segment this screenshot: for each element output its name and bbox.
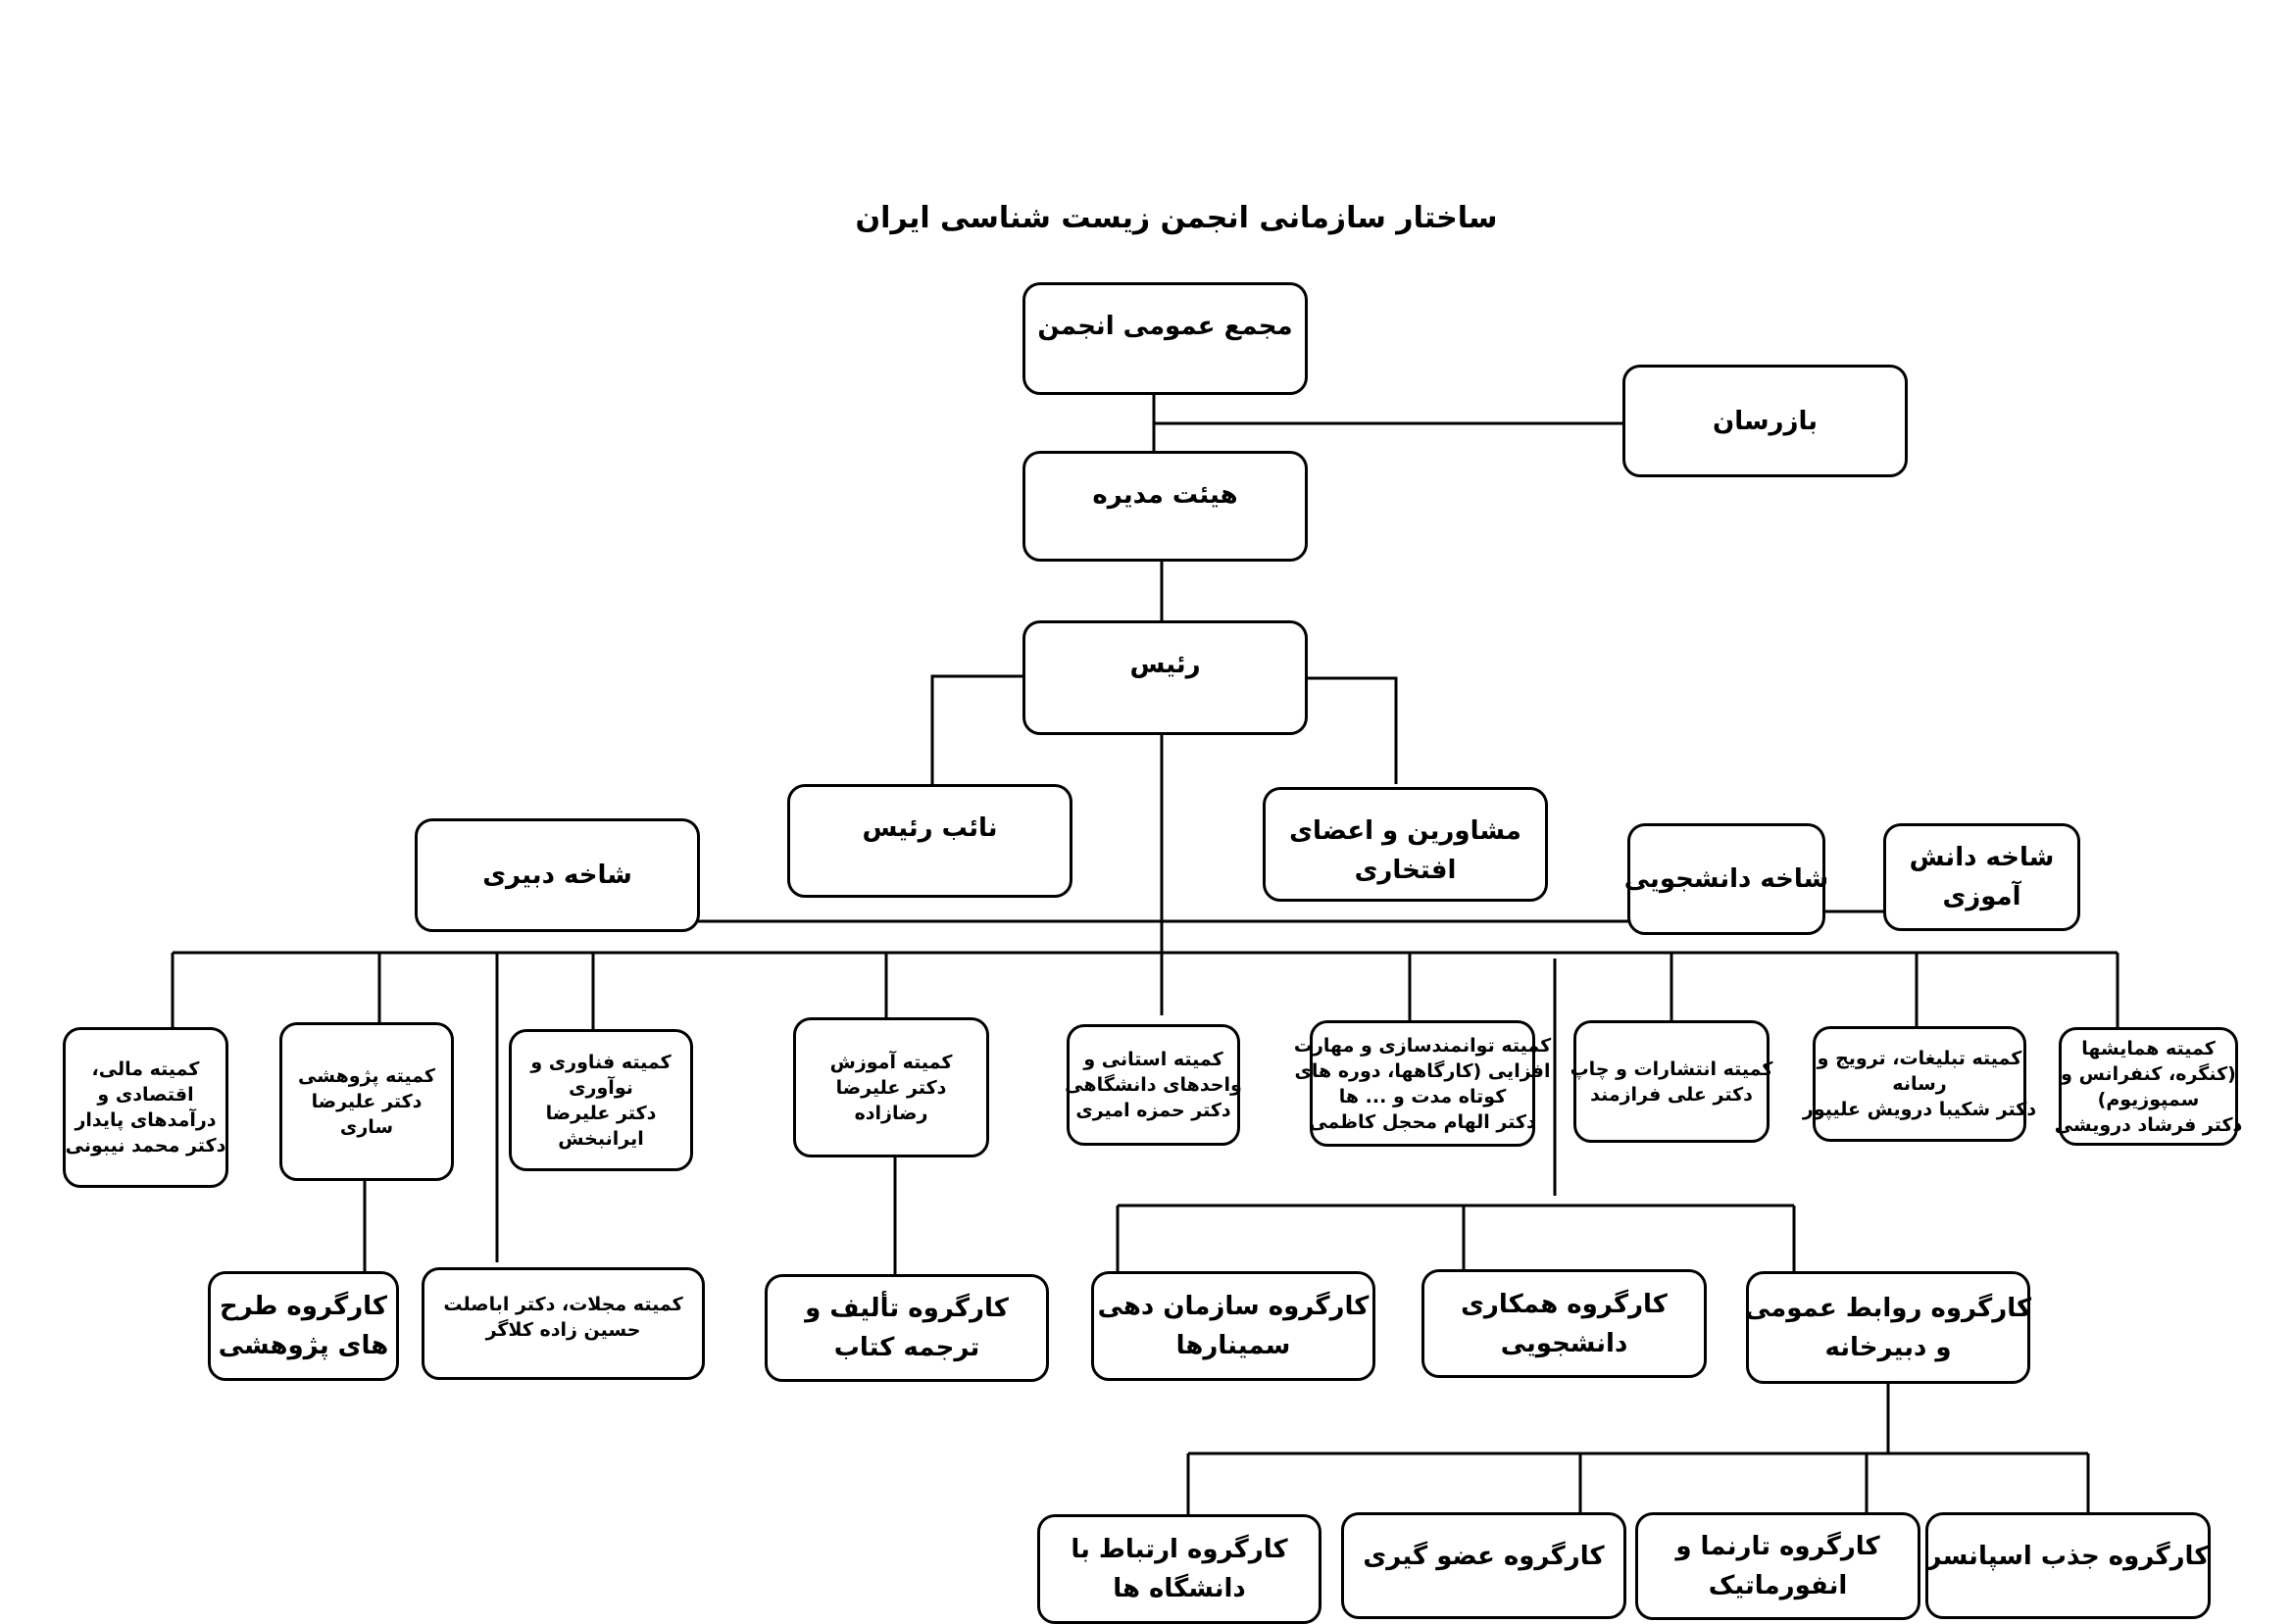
wg-research-projects: کارگروه طرح های پژوهشی bbox=[208, 1271, 399, 1381]
node-label-line: رضازاده bbox=[854, 1102, 928, 1124]
node-label-line: دکتر فرشاد درویشی bbox=[2054, 1113, 2243, 1136]
node-label-line: کمیته آموزش bbox=[829, 1051, 953, 1073]
node-label-line: کمیته استانی و bbox=[1083, 1049, 1223, 1070]
committee-conferences: کمیته همایشها (کنگره، کنفرانس و سمپوزیوم) د… bbox=[2055, 1027, 2242, 1146]
chart-title: ساختار سازمانی انجمن زیست شناسی ایران bbox=[855, 201, 1498, 235]
wg-seminars: کارگروه سازمان دهی سمینارها bbox=[1091, 1271, 1375, 1381]
general-assembly-node: مجمع عمومی انجمن bbox=[1022, 282, 1308, 395]
node-label-line: کارگروه تألیف و bbox=[805, 1294, 1009, 1323]
node-label-line: شاخه دانش bbox=[1909, 843, 2055, 872]
node-label-line: شاخه دانشجویی bbox=[1623, 864, 1829, 894]
node-label-line: کارگروه عضو گیری bbox=[1363, 1542, 1605, 1571]
node-label-line: (کنگره، کنفرانس و bbox=[2061, 1062, 2236, 1085]
node-label-line: مجمع عمومی انجمن bbox=[1037, 312, 1293, 341]
node-label-line: دکتر علیرضا bbox=[835, 1076, 947, 1099]
node-label-line: دکتر حمزه امیری bbox=[1075, 1100, 1231, 1121]
committee-finance: کمیته مالی، اقتصادی و درآمدهای پایدار دکتر … bbox=[63, 1027, 228, 1188]
node-label-line: دانشگاه ها bbox=[1113, 1574, 1246, 1603]
node-label-line: نائب رئیس bbox=[862, 813, 998, 843]
node-label-line: رئیس bbox=[1129, 650, 1201, 679]
node-label-line: کمیته مجلات، دکتر اباصلت bbox=[443, 1294, 683, 1315]
wg-books: کارگروه تألیف و ترجمه کتاب bbox=[765, 1274, 1049, 1382]
wg-university-relations: کارگروه ارتباط با دانشگاه ها bbox=[1037, 1514, 1321, 1624]
node-label-line: و دبیرخانه bbox=[1824, 1332, 1952, 1362]
node-label-line: دکتر علیرضا bbox=[311, 1091, 423, 1112]
node-label-line: شاخه دبیری bbox=[482, 861, 632, 890]
node-label-line: نوآوری bbox=[569, 1076, 633, 1099]
node-label-line: کمیته تبلیغات، ترویج و bbox=[1817, 1048, 2022, 1069]
node-label-line: دانشجویی bbox=[1500, 1328, 1628, 1358]
vice-president-node: نائب رئیس bbox=[787, 784, 1072, 898]
node-label-line: کارگروه سازمان دهی bbox=[1097, 1292, 1370, 1321]
president-node: رئیس bbox=[1022, 620, 1308, 735]
committee-journals: کمیته مجلات، دکتر اباصلت حسین زاده کلاگر bbox=[422, 1267, 705, 1380]
node-label-line: رسانه bbox=[1892, 1073, 1947, 1095]
wg-student-cooperation: کارگروه همکاری دانشجویی bbox=[1421, 1269, 1707, 1378]
node-label-line: افزایی (کارگاهها، دوره های bbox=[1294, 1059, 1551, 1082]
committee-research: کمیته پژوهشی دکتر علیرضا ساری bbox=[279, 1022, 454, 1181]
node-label-line: بازرسان bbox=[1713, 406, 1818, 436]
node-label-line: کارگروه روابط عمومی bbox=[1744, 1293, 2032, 1323]
node-label-line: آموزی bbox=[1942, 882, 2021, 911]
committee-technology: کمیته فناوری و نوآوری دکتر علیرضا ایرانبخش bbox=[509, 1029, 693, 1171]
node-label-line: واحدهای دانشگاهی bbox=[1065, 1074, 1242, 1096]
advisors-node: مشاورین و اعضای افتخاری bbox=[1263, 787, 1548, 902]
node-label-line: دکتر علی فرازمند bbox=[1590, 1083, 1753, 1106]
student-branch-node: شاخه دانشجویی bbox=[1623, 823, 1829, 935]
node-label-line: کمیته پژوهشی bbox=[298, 1065, 435, 1087]
wg-public-relations: کارگروه روابط عمومی و دبیرخانه bbox=[1744, 1271, 2032, 1384]
committee-publications: کمیته انتشارات و چاپ دکتر علی فرازمند bbox=[1570, 1020, 1773, 1143]
node-label-line: کمیته مالی، bbox=[91, 1058, 200, 1080]
node-label-line: کمیته انتشارات و چاپ bbox=[1570, 1058, 1773, 1080]
committee-education: کمیته آموزش دکتر علیرضا رضازاده bbox=[793, 1017, 989, 1157]
node-label-line: کوتاه مدت و ... ها bbox=[1338, 1085, 1507, 1107]
node-label-line: دکتر الهام محجل کاظمی bbox=[1309, 1110, 1536, 1133]
node-label-line: درآمدهای پایدار bbox=[75, 1109, 217, 1131]
wg-membership: کارگروه عضو گیری bbox=[1341, 1512, 1626, 1619]
node-label-line: کمیته همایشها bbox=[2081, 1037, 2216, 1059]
node-label-line: کارگروه تارنما و bbox=[1675, 1532, 1880, 1561]
node-label-line: افتخاری bbox=[1354, 856, 1457, 885]
node-label-line: کارگروه جذب اسپانسر bbox=[1926, 1542, 2210, 1571]
node-label-line: دکتر شکیبا درویش علیپور bbox=[1802, 1099, 2037, 1120]
node-label-line: ترجمه کتاب bbox=[833, 1333, 980, 1362]
node-label-line: دکتر محمد نیبونی bbox=[65, 1135, 226, 1156]
node-label-line: کمیته فناوری و bbox=[530, 1051, 672, 1073]
node-label-line: حسین زاده کلاگر bbox=[485, 1319, 641, 1341]
wg-sponsorship: کارگروه جذب اسپانسر bbox=[1925, 1512, 2211, 1619]
pupil-branch-node: شاخه دانش آموزی bbox=[1883, 823, 2080, 931]
node-label-line: ایرانبخش bbox=[558, 1127, 644, 1150]
node-label-line: کارگروه همکاری bbox=[1461, 1289, 1668, 1319]
node-label-line: مشاورین و اعضای bbox=[1289, 816, 1521, 846]
board-node: هیئت مدیره bbox=[1022, 451, 1308, 562]
inspector-node: بازرسان bbox=[1622, 365, 1908, 477]
committee-provincial: کمیته استانی و واحدهای دانشگاهی دکتر حمزه … bbox=[1065, 1024, 1242, 1146]
node-label-line: هیئت مدیره bbox=[1092, 480, 1238, 510]
node-label-line: اقتصادی و bbox=[97, 1084, 194, 1106]
node-label-line: کارگروه ارتباط با bbox=[1071, 1535, 1288, 1564]
node-label-line: ساری bbox=[339, 1116, 394, 1138]
node-label-line: های پژوهشی bbox=[218, 1331, 389, 1360]
node-label-line: سمینارها bbox=[1175, 1331, 1291, 1360]
node-label-line: کارگروه طرح bbox=[219, 1292, 388, 1321]
node-label-line: کمیته توانمندسازی و مهارت bbox=[1293, 1034, 1552, 1057]
node-label-line: دکتر علیرضا bbox=[545, 1102, 657, 1124]
node-label-line: انفورماتیک bbox=[1708, 1571, 1848, 1600]
node-label-line: سمپوزیوم) bbox=[2097, 1088, 2200, 1110]
committee-promotion: کمیته تبلیغات، ترویج و رسانه دکتر شکیبا در… bbox=[1803, 1026, 2036, 1142]
wg-website: کارگروه تارنما و انفورماتیک bbox=[1635, 1512, 1920, 1620]
secretariat-branch-node: شاخه دبیری bbox=[415, 818, 700, 932]
